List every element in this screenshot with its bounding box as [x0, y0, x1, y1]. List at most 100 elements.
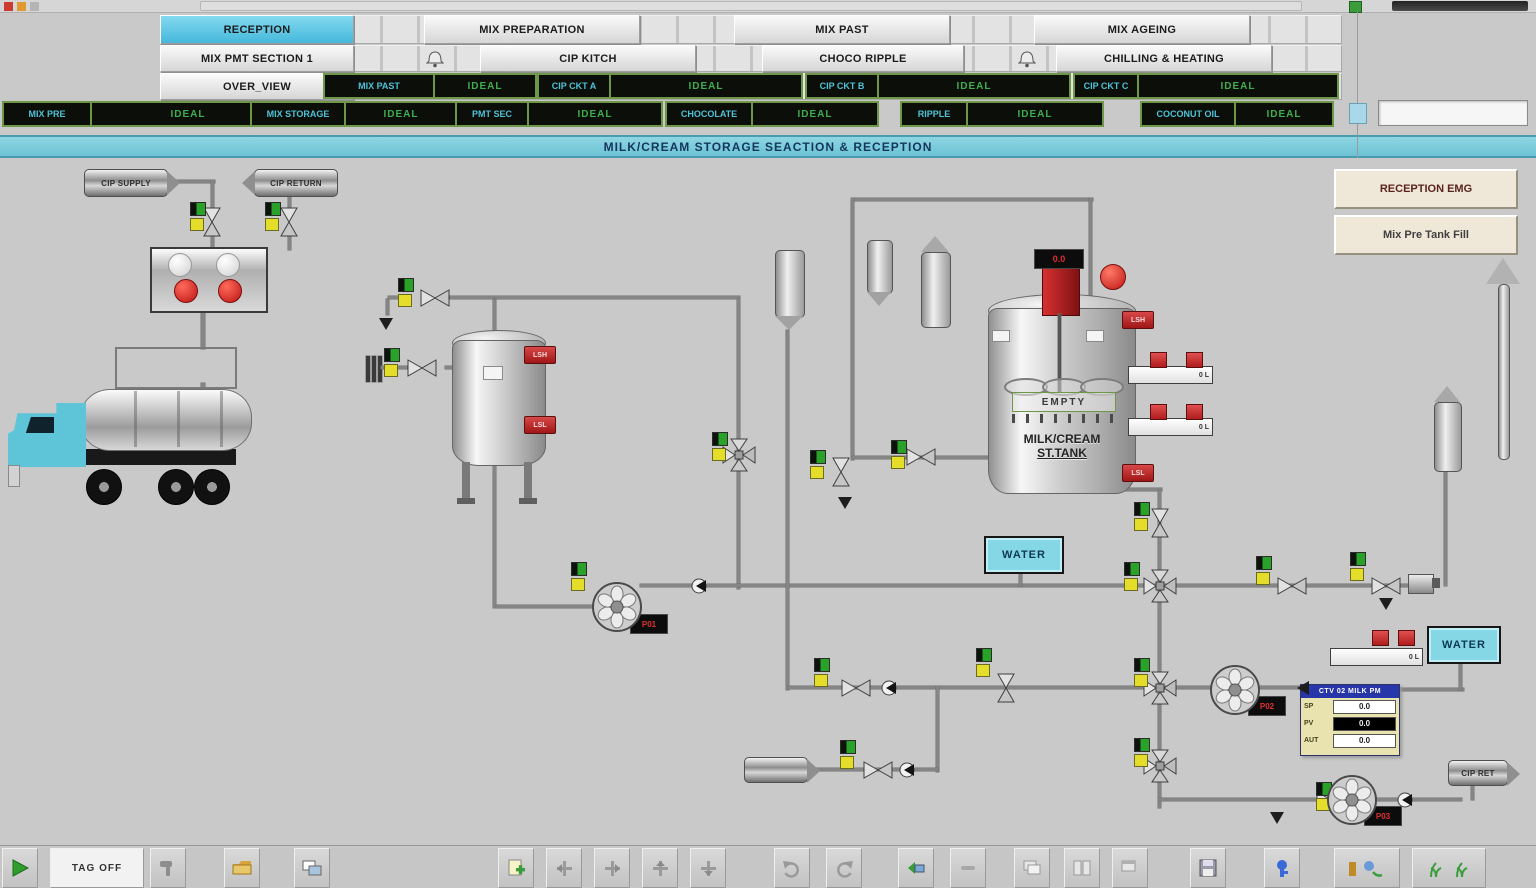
tag-off-button[interactable]: TAG OFF	[50, 848, 144, 888]
tab-chilling-heating[interactable]: CHILLING & HEATING	[1056, 45, 1272, 72]
bar-alarm-lamp	[1398, 630, 1415, 646]
new-object-icon[interactable]	[498, 848, 534, 888]
pipe	[788, 686, 1310, 689]
pipe-hatch	[378, 356, 382, 382]
truck-tank	[80, 389, 252, 451]
nudge-down-icon[interactable]	[690, 848, 726, 888]
indicator-yellow	[384, 364, 398, 377]
tab-choco-ripple[interactable]: CHOCO RIPPLE	[762, 45, 964, 72]
nav-right-chip[interactable]	[1349, 103, 1367, 124]
nudge-left-icon[interactable]	[546, 848, 582, 888]
pipe	[163, 180, 215, 183]
pipe	[288, 236, 291, 250]
screens-icon[interactable]	[294, 848, 330, 888]
valve-icon[interactable]	[832, 457, 850, 487]
pump-icon[interactable]	[591, 581, 643, 633]
reception-manifold[interactable]	[150, 247, 268, 313]
check-valve-icon	[881, 680, 899, 696]
tab-cip-kitch[interactable]: CIP KITCH	[480, 45, 696, 72]
tab-mix-preparation[interactable]: MIX PREPARATION	[424, 15, 640, 44]
water-supply-button[interactable]: WATER	[984, 536, 1064, 574]
cip-return-inlet: CIP RETURN	[242, 169, 338, 197]
valve-status-indicator	[1316, 782, 1332, 811]
link-icon[interactable]	[950, 848, 986, 888]
status-label: CIP CKT A	[537, 73, 611, 99]
reception-emg-button[interactable]: RECEPTION EMG	[1334, 169, 1518, 209]
tab-reception[interactable]: RECEPTION	[160, 15, 354, 44]
cascade-windows-icon[interactable]	[1014, 848, 1050, 888]
tank-lsl: LSL	[1122, 464, 1154, 482]
window-icon-orange[interactable]	[17, 2, 26, 11]
tab-mix-pmt-section-1[interactable]: MIX PMT SECTION 1	[160, 45, 354, 72]
valve-icon[interactable]	[863, 761, 893, 779]
valve-status-indicator	[814, 658, 830, 687]
milk-tanker-truck[interactable]	[8, 385, 252, 512]
valve-icon[interactable]	[1151, 508, 1169, 538]
truck-tank-seams	[94, 391, 236, 447]
mix-pre-tank-fill-button[interactable]: Mix Pre Tank Fill	[1334, 215, 1518, 255]
save-icon[interactable]	[1190, 848, 1226, 888]
valve-icon[interactable]	[203, 207, 221, 237]
valve-icon[interactable]	[1277, 577, 1307, 595]
indicator-yellow	[814, 674, 828, 687]
cip-outlet: CIP RET	[1448, 760, 1520, 786]
hammer-icon[interactable]	[150, 848, 186, 888]
faceplate-sp-value[interactable]: 0.0	[1333, 699, 1396, 714]
water-supply-button[interactable]: WATER	[1427, 626, 1501, 664]
run-button[interactable]	[2, 848, 38, 888]
valve-icon[interactable]	[280, 207, 298, 237]
window-icon-gray[interactable]	[30, 2, 39, 11]
redo-icon[interactable]	[826, 848, 862, 888]
valve-icon[interactable]	[1371, 577, 1401, 595]
inline-motor[interactable]	[1408, 574, 1434, 594]
tab-over-view[interactable]: OVER_VIEW	[160, 73, 354, 100]
valve-status-indicator	[571, 562, 587, 591]
bar-alarm-lamp	[1186, 352, 1203, 368]
pump-tag: P01	[630, 614, 668, 634]
layers-icon[interactable]	[1112, 848, 1148, 888]
status-label: PMT SEC	[455, 101, 529, 127]
valve-icon[interactable]	[1142, 568, 1178, 604]
valve-icon[interactable]	[1142, 748, 1178, 784]
security-login-icon[interactable]	[1264, 848, 1300, 888]
tile-windows-icon[interactable]	[1064, 848, 1100, 888]
indicator-green	[190, 202, 206, 216]
pipe-hatch	[366, 356, 370, 382]
pipe	[201, 309, 205, 349]
valve-icon[interactable]	[420, 289, 450, 307]
riser-arrow-icon	[921, 236, 949, 252]
nudge-up-icon[interactable]	[642, 848, 678, 888]
export-icon[interactable]	[898, 848, 934, 888]
tab-mix-past[interactable]: MIX PAST	[734, 15, 950, 44]
pump-icon[interactable]	[1326, 774, 1378, 826]
alarm-bell-icon[interactable]	[426, 48, 444, 68]
valve-icon[interactable]	[906, 448, 936, 466]
open-folder-icon[interactable]	[224, 848, 260, 888]
draw-tools-icon[interactable]	[1334, 848, 1400, 888]
wizards-icon[interactable]	[1412, 848, 1486, 888]
pipe	[851, 198, 854, 460]
nudge-right-icon[interactable]	[594, 848, 630, 888]
indicator-green	[1124, 562, 1140, 576]
nav-right-separator	[1357, 12, 1358, 158]
indicator-yellow	[891, 456, 905, 469]
indicator-yellow	[1134, 754, 1148, 767]
alarm-bell-icon[interactable]	[1018, 48, 1036, 68]
window-icon-red[interactable]	[4, 2, 13, 11]
indicator-green	[814, 658, 830, 672]
faceplate-mode-value[interactable]: 0.0	[1333, 733, 1396, 748]
tab-mix-ageing[interactable]: MIX AGEING	[1034, 15, 1250, 44]
valve-icon[interactable]	[997, 673, 1015, 703]
balance-tank-leg	[524, 462, 532, 500]
undo-icon[interactable]	[774, 848, 810, 888]
status-label: CIP CKT B	[805, 73, 879, 99]
pump-icon[interactable]	[1209, 664, 1261, 716]
valve-icon[interactable]	[841, 679, 871, 697]
valve-status-indicator	[1256, 556, 1272, 585]
flow-arrow-left-icon	[1297, 681, 1309, 695]
indicator-yellow	[712, 448, 726, 461]
valve-icon[interactable]	[407, 359, 437, 377]
status-value: IDEAL	[527, 101, 663, 127]
riser-icon	[1434, 402, 1462, 472]
